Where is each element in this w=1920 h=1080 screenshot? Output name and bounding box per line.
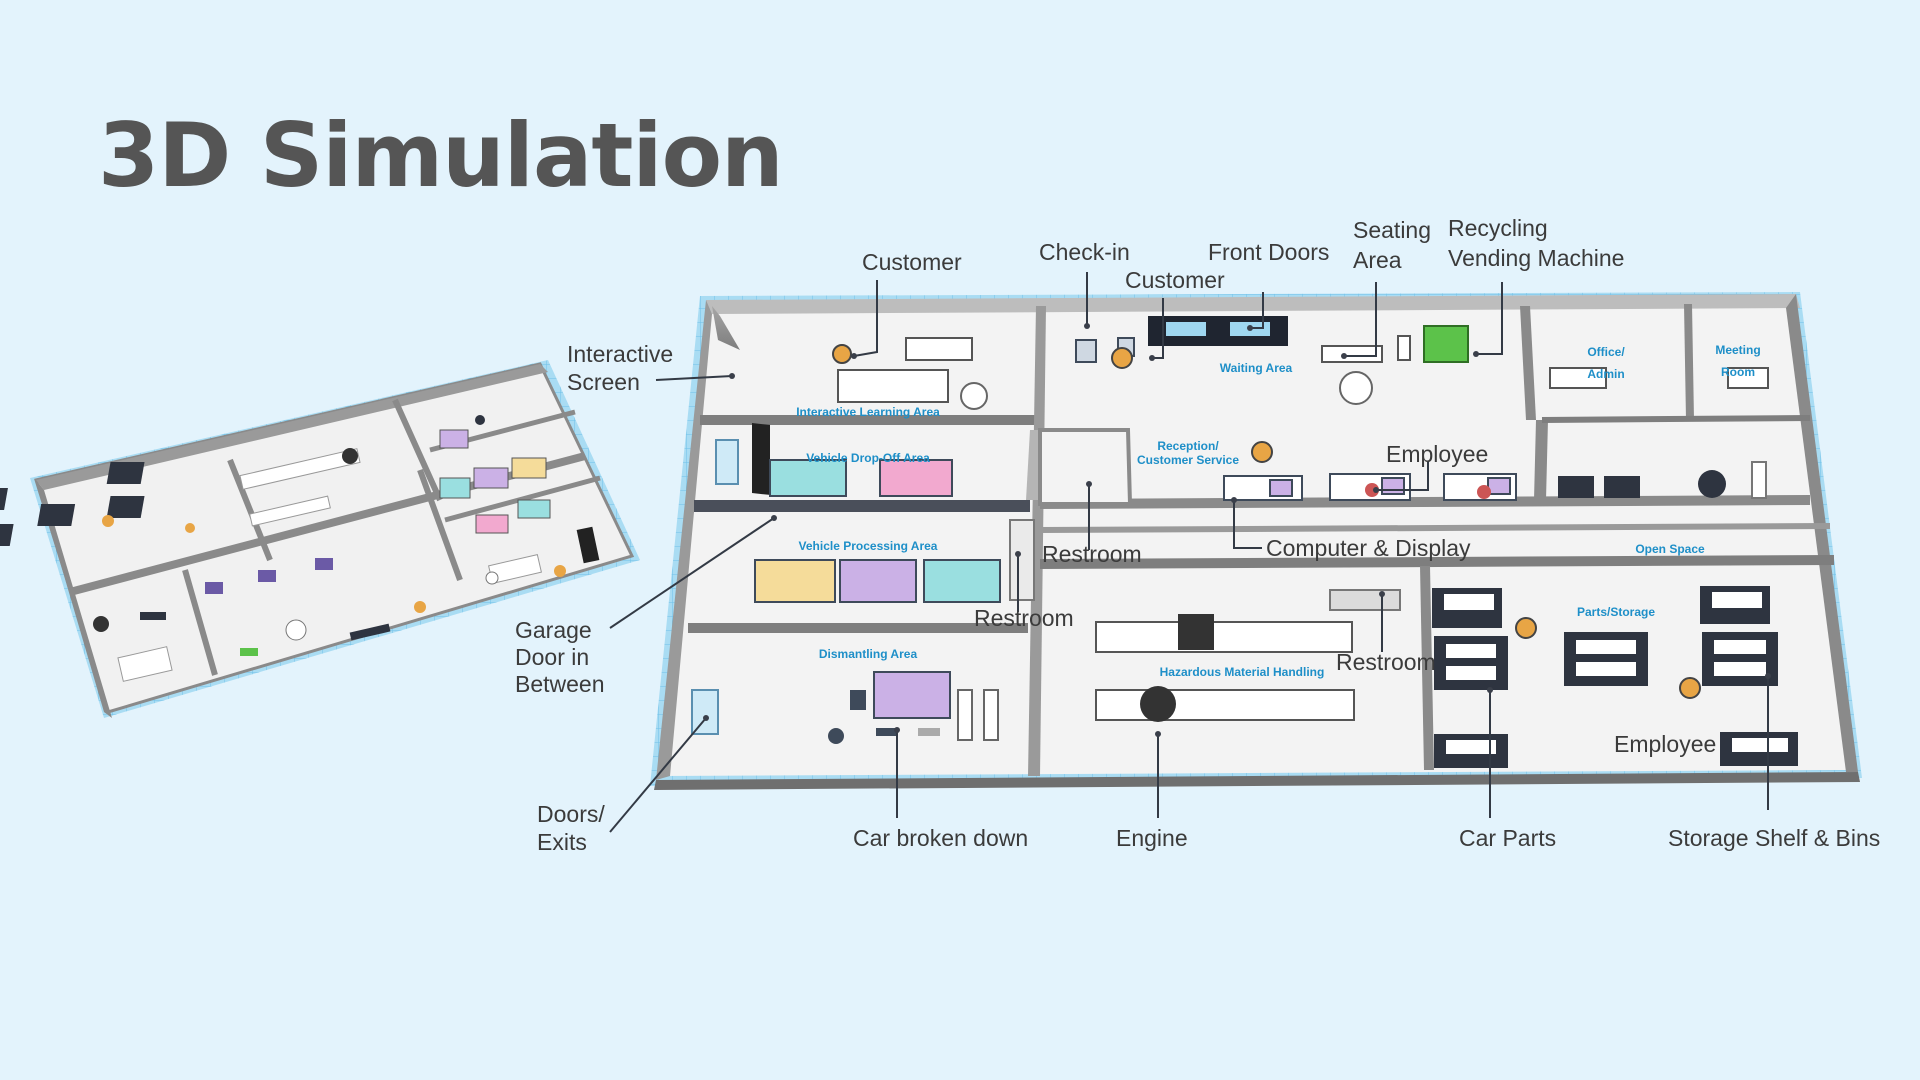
- callout-leaders: [609, 272, 1771, 833]
- zone-office-line2: Admin: [1587, 367, 1624, 381]
- page-title: 3D Simulation: [98, 104, 784, 207]
- callout-car-broken-down: Car broken down: [853, 825, 1028, 851]
- callout-employee-bottom: Employee: [1614, 731, 1716, 757]
- zone-waiting: Waiting Area: [1220, 361, 1293, 375]
- callout-storage-shelf: Storage Shelf & Bins: [1668, 825, 1880, 851]
- callout-customer-mid: Customer: [1125, 267, 1225, 293]
- zone-dismantling: Dismantling Area: [819, 647, 918, 661]
- callout-computer-display: Computer & Display: [1266, 535, 1471, 561]
- callout-seating-area-line2: Area: [1353, 247, 1402, 273]
- zone-interactive-learning: Interactive Learning Area: [796, 405, 940, 419]
- callout-doors-exits-line2: Exits: [537, 829, 587, 855]
- zone-vehicle-drop-off: Vehicle Drop-Off Area: [806, 451, 930, 465]
- callout-restroom-2: Restroom: [974, 605, 1074, 631]
- callout-restroom-3: Restroom: [1336, 649, 1436, 675]
- zone-office-line1: Office/: [1587, 345, 1625, 359]
- zone-reception-line2: Customer Service: [1137, 453, 1239, 467]
- zone-labels: Interactive Learning Area Vehicle Drop-O…: [796, 343, 1760, 679]
- zone-meeting-line2: Room: [1721, 365, 1755, 379]
- zone-meeting-line1: Meeting: [1715, 343, 1760, 357]
- callout-employee-top: Employee: [1386, 441, 1488, 467]
- callout-recycling-line2: Vending Machine: [1448, 245, 1624, 271]
- callout-customer-top: Customer: [862, 249, 962, 275]
- callout-recycling-line1: Recycling: [1448, 215, 1548, 241]
- zone-parts-storage: Parts/Storage: [1577, 605, 1655, 619]
- callout-engine: Engine: [1116, 825, 1188, 851]
- callout-interactive-screen-line2: Screen: [567, 369, 640, 395]
- main-floor-plan: [650, 292, 1862, 790]
- overview-model: [0, 360, 640, 718]
- callout-interactive-screen-line1: Interactive: [567, 341, 673, 367]
- callouts: Customer Check-in Customer Front Doors S…: [515, 215, 1880, 855]
- callout-doors-exits-line1: Doors/: [537, 801, 605, 827]
- callout-garage-door-line1: Garage: [515, 617, 592, 643]
- callout-check-in: Check-in: [1039, 239, 1130, 265]
- zone-open-space: Open Space: [1635, 542, 1705, 556]
- zone-vehicle-processing: Vehicle Processing Area: [799, 539, 938, 553]
- callout-front-doors: Front Doors: [1208, 239, 1329, 265]
- callout-car-parts: Car Parts: [1459, 825, 1556, 851]
- callout-garage-door-line2: Door in: [515, 644, 589, 670]
- zone-reception-line1: Reception/: [1157, 439, 1219, 453]
- callout-garage-door-line3: Between: [515, 671, 605, 697]
- callout-seating-area-line1: Seating: [1353, 217, 1431, 243]
- zone-hazmat: Hazardous Material Handling: [1160, 665, 1325, 679]
- callout-restroom-1: Restroom: [1042, 541, 1142, 567]
